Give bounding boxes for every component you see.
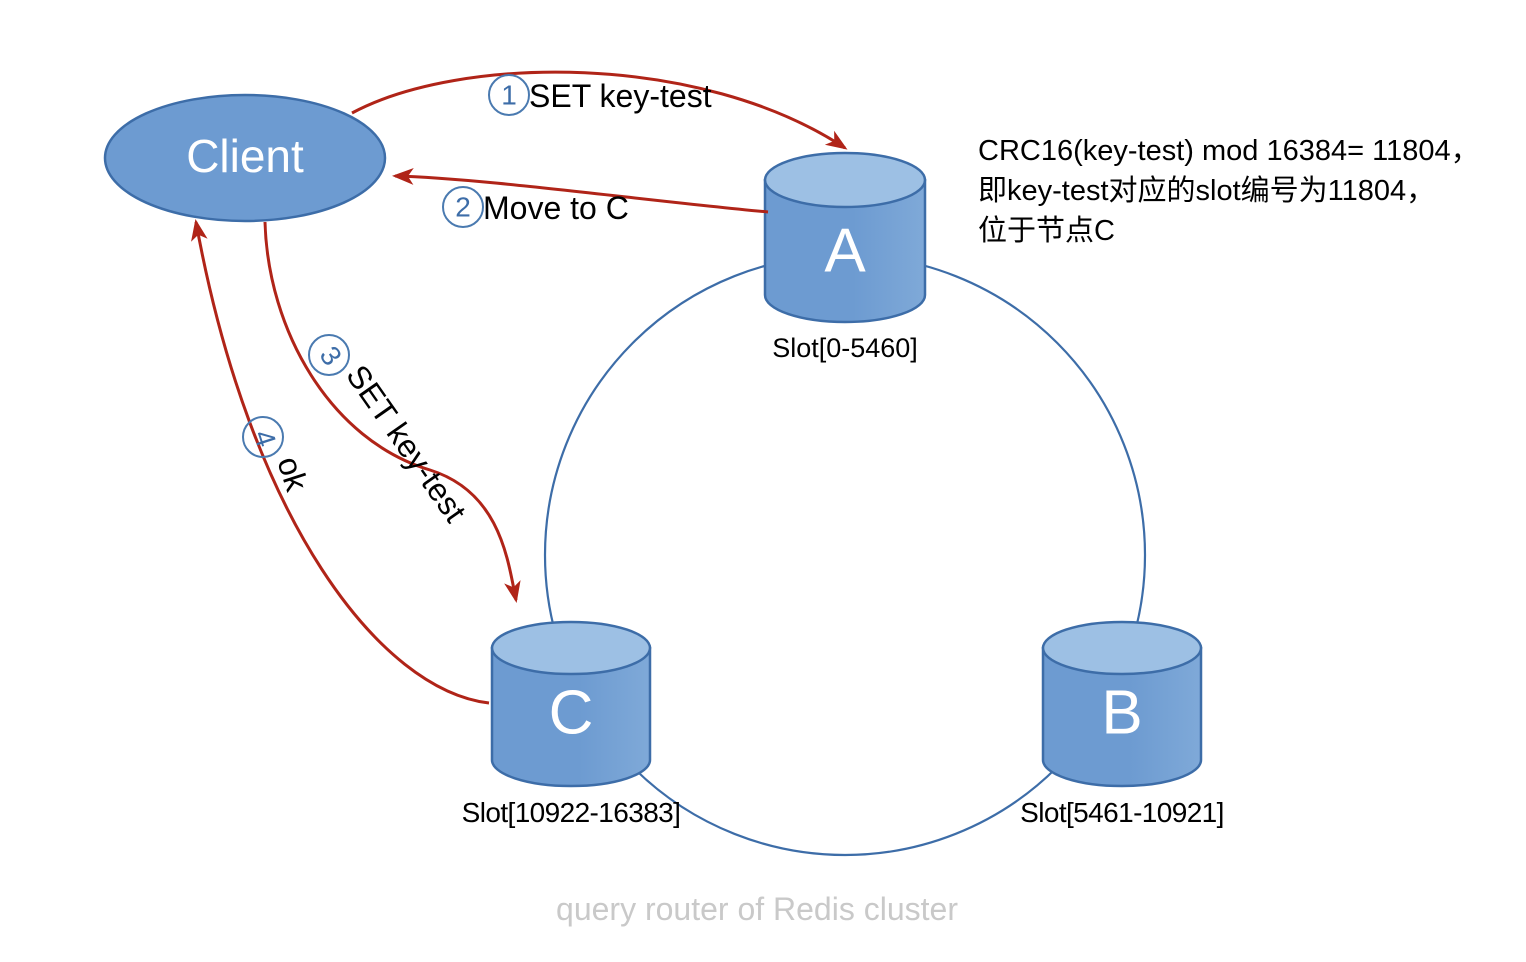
step-1-badge: 1 (488, 74, 530, 116)
node-c[interactable]: C (490, 620, 652, 788)
flow-arrow-1 (351, 70, 848, 150)
diagram-caption: query router of Redis cluster (556, 891, 958, 927)
step-4-badge: 4 (242, 416, 284, 458)
step-2-badge: 2 (442, 186, 484, 228)
node-a-letter: A (824, 216, 866, 285)
crc16-note-line-2: 即key-test对应的slot编号为11804， (978, 174, 1435, 207)
crc16-note: CRC16(key-test) mod 16384= 11804， 即key-t… (978, 135, 1480, 247)
node-b-slot-label: Slot[5461-10921] (1020, 797, 1224, 828)
crc16-note-line-1: CRC16(key-test) mod 16384= 11804， (978, 135, 1480, 167)
step-3-badge: 3 (308, 334, 350, 376)
node-a[interactable]: A (763, 151, 927, 324)
step-2-label: Move to C (483, 190, 629, 226)
flow-arrow-3 (263, 221, 521, 603)
step-3-number: 3 (314, 341, 348, 372)
client-label: Client (186, 130, 304, 182)
node-c-letter: C (549, 678, 594, 747)
flow-arrow-2 (392, 168, 769, 214)
node-b[interactable]: B (1041, 620, 1203, 788)
client-node[interactable]: Client (103, 93, 387, 223)
crc16-note-line-3: 位于节点C (978, 214, 1115, 247)
step-1-label: SET key-test (529, 78, 712, 114)
flow-arrow-4 (191, 219, 490, 705)
step-2-number: 2 (455, 191, 471, 222)
node-a-slot-label: Slot[0-5460] (772, 333, 918, 363)
step-1-number: 1 (501, 79, 517, 110)
node-b-letter: B (1101, 678, 1142, 747)
node-c-slot-label: Slot[10922-16383] (462, 797, 681, 828)
step-3-label: SET key-test (339, 358, 473, 528)
